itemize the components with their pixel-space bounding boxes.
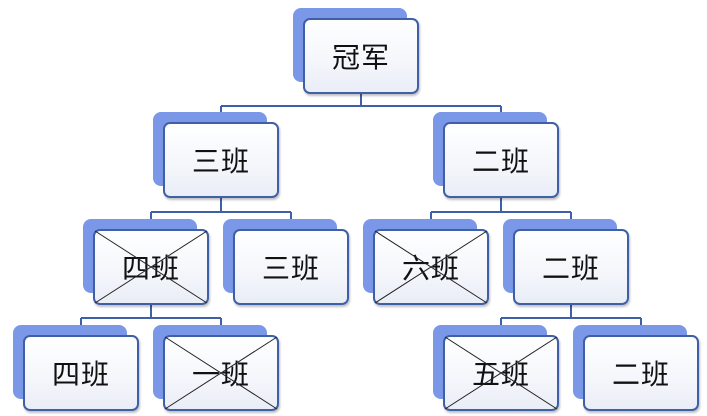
node-right-quarter-b: 二班 [503,219,629,305]
eliminated-cross [164,336,278,410]
node-left-quarter-b: 三班 [223,219,349,305]
node-label: 三班 [261,252,320,285]
node-box [443,122,559,198]
node-box [303,18,419,94]
node-left-semi: 三班 [153,112,279,198]
node-box [163,122,279,198]
node-box [513,229,629,305]
node-label: 二班 [471,145,530,178]
node-left-quarter-a: 四班 [83,219,209,305]
eliminated-cross [94,230,208,304]
node-left-first-a: 四班 [13,325,139,411]
node-box [583,335,699,411]
node-label: 二班 [611,358,670,391]
node-right-first-b: 二班 [573,325,699,411]
node-left-first-b: 一班 [153,325,279,411]
node-box [233,229,349,305]
eliminated-cross [444,336,558,410]
eliminated-cross [374,230,488,304]
node-right-first-a: 五班 [433,325,559,411]
node-label: 二班 [541,252,600,285]
node-label: 三班 [191,145,250,178]
node-right-quarter-a: 六班 [363,219,489,305]
node-label: 四班 [51,358,110,391]
node-champion: 冠军 [293,8,419,94]
node-box [23,335,139,411]
node-right-semi: 二班 [433,112,559,198]
node-label: 冠军 [331,41,390,74]
